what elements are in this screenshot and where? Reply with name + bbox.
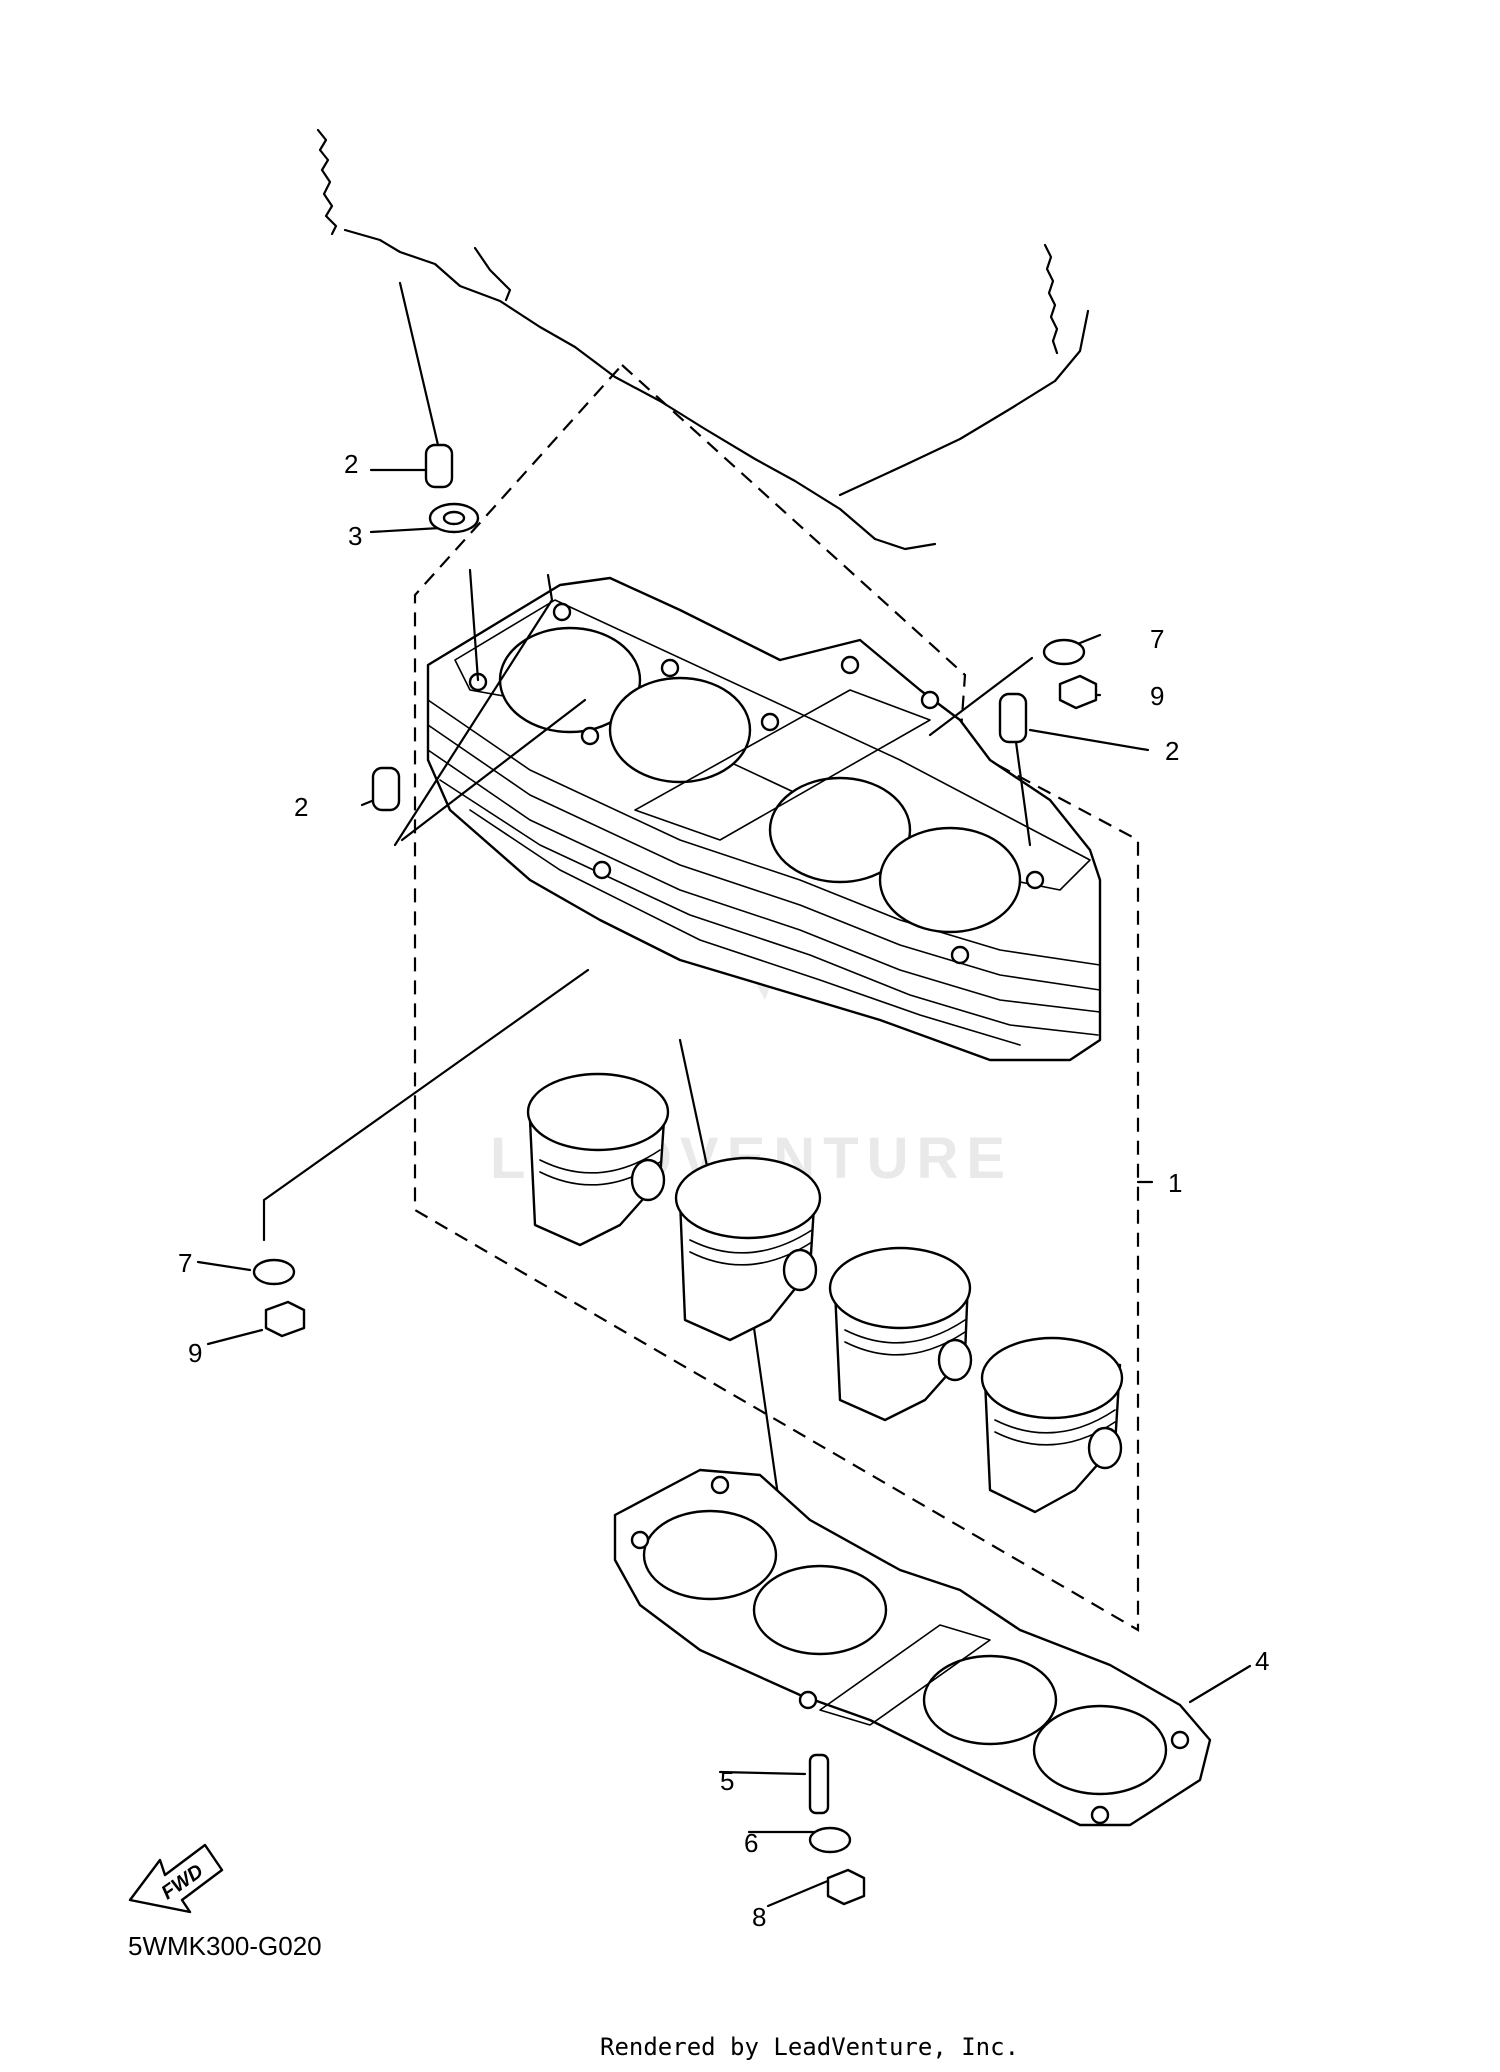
diagram-code: 5WMK300-G020 <box>128 1931 322 1961</box>
piston-4 <box>980 1336 1124 1514</box>
stud-bolt <box>808 1753 830 1815</box>
callout-2: 2 <box>294 792 308 822</box>
nut <box>264 1300 306 1338</box>
callout-1: 1 <box>1168 1168 1182 1198</box>
piston-3 <box>828 1246 973 1422</box>
piston-2 <box>674 1156 822 1342</box>
cylinder-block <box>426 576 1102 1062</box>
callout-7: 7 <box>178 1248 192 1278</box>
crankcase-outline <box>316 128 1090 551</box>
washer <box>1042 638 1086 666</box>
cylinder-base-gasket <box>613 1468 1212 1827</box>
pistons <box>526 1072 1124 1514</box>
dowel-pin <box>998 692 1028 744</box>
assembly-boundary <box>413 363 1140 1632</box>
callout-2: 2 <box>1165 736 1179 766</box>
render-credit: Rendered by LeadVenture, Inc. <box>600 2033 1019 2061</box>
nut <box>826 1868 866 1906</box>
callout-5: 5 <box>720 1766 734 1796</box>
callout-9: 9 <box>1150 681 1164 711</box>
callout-6: 6 <box>744 1828 758 1858</box>
nut <box>1058 674 1098 710</box>
dowel-pin <box>424 443 454 489</box>
callout-8: 8 <box>752 1902 766 1932</box>
piston-1 <box>526 1072 670 1247</box>
washer <box>252 1258 296 1286</box>
callout-labels: 2 3 7 9 2 2 1 7 9 4 5 6 8 <box>178 449 1269 1932</box>
callout-7: 7 <box>1150 624 1164 654</box>
washer <box>808 1826 852 1854</box>
callout-4: 4 <box>1255 1646 1269 1676</box>
dowel-pin <box>371 766 401 812</box>
forward-arrow: FWD <box>128 1843 224 1914</box>
small-parts <box>252 443 1098 1906</box>
callout-2: 2 <box>344 449 358 479</box>
callout-9: 9 <box>188 1338 202 1368</box>
callout-3: 3 <box>348 521 362 551</box>
